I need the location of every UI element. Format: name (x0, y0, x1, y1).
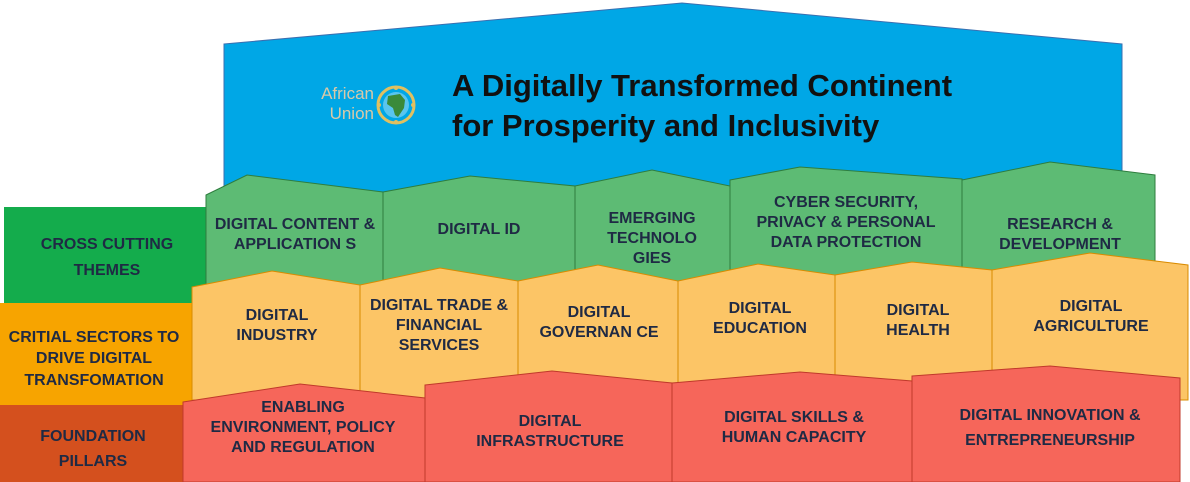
tile-label-emerging-tech: EMERGING TECHNOLO GIES (607, 210, 697, 267)
sectors-label: CRITIAL SECTORS TO DRIVE DIGITAL TRANSFO… (8, 328, 180, 389)
tile-label-cyber-security: CYBER SECURITY, PRIVACY & PERSONAL DATA … (756, 194, 936, 251)
sectors-bar (0, 303, 192, 407)
vision-title-line1: A Digitally Transformed Continent (452, 68, 953, 103)
tile-label-enabling-environment: ENABLING ENVIRONMENT, POLICY AND REGULAT… (210, 399, 396, 456)
african-union-logo: African Union (308, 82, 426, 128)
vision-title-line2: for Prosperity and Inclusivity (452, 108, 880, 144)
tile-digital-innovation (911, 365, 1181, 482)
foundation-label: FOUNDATION PILLARS (40, 428, 146, 470)
tile-label-digital-trade: DIGITAL TRADE & FINANCIAL SERVICES (369, 297, 509, 354)
tile-label-digital-education: DIGITAL EDUCATION (713, 300, 807, 337)
logo-text-line1: African (321, 84, 374, 103)
foundation-bar (0, 405, 192, 482)
cross-cutting-bar (4, 207, 209, 305)
vision-roof-block (223, 2, 1123, 193)
tile-label-digital-innovation: DIGITAL INNOVATION & ENTREPRENEURSHIP (959, 407, 1141, 449)
tile-label-digital-id: DIGITAL ID (437, 221, 521, 238)
africa-emblem-icon (376, 85, 416, 125)
cross-cutting-label: CROSS CUTTING THEMES (40, 236, 174, 279)
logo-text-line2: Union (329, 103, 374, 123)
tile-label-digital-infrastructure: DIGITAL INFRASTRUCTURE (476, 413, 624, 450)
tile-label-digital-governance: DIGITAL GOVERNAN CE (539, 304, 659, 341)
tile-label-digital-industry: DIGITAL INDUSTRY (236, 307, 318, 344)
tile-label-digital-content: DIGITAL CONTENT & APPLICATION S (214, 216, 376, 253)
tile-label-digital-skills: DIGITAL SKILLS & HUMAN CAPACITY (721, 409, 867, 446)
tile-label-research: RESEARCH & DEVELOPMENT (999, 216, 1121, 253)
logo-text: African Union (308, 84, 374, 123)
vision-title: A Digitally Transformed Continent for Pr… (452, 66, 1112, 147)
tile-label-digital-health: DIGITAL HEALTH (886, 302, 950, 339)
tile-label-digital-agriculture: DIGITAL AGRICULTURE (1033, 298, 1149, 335)
